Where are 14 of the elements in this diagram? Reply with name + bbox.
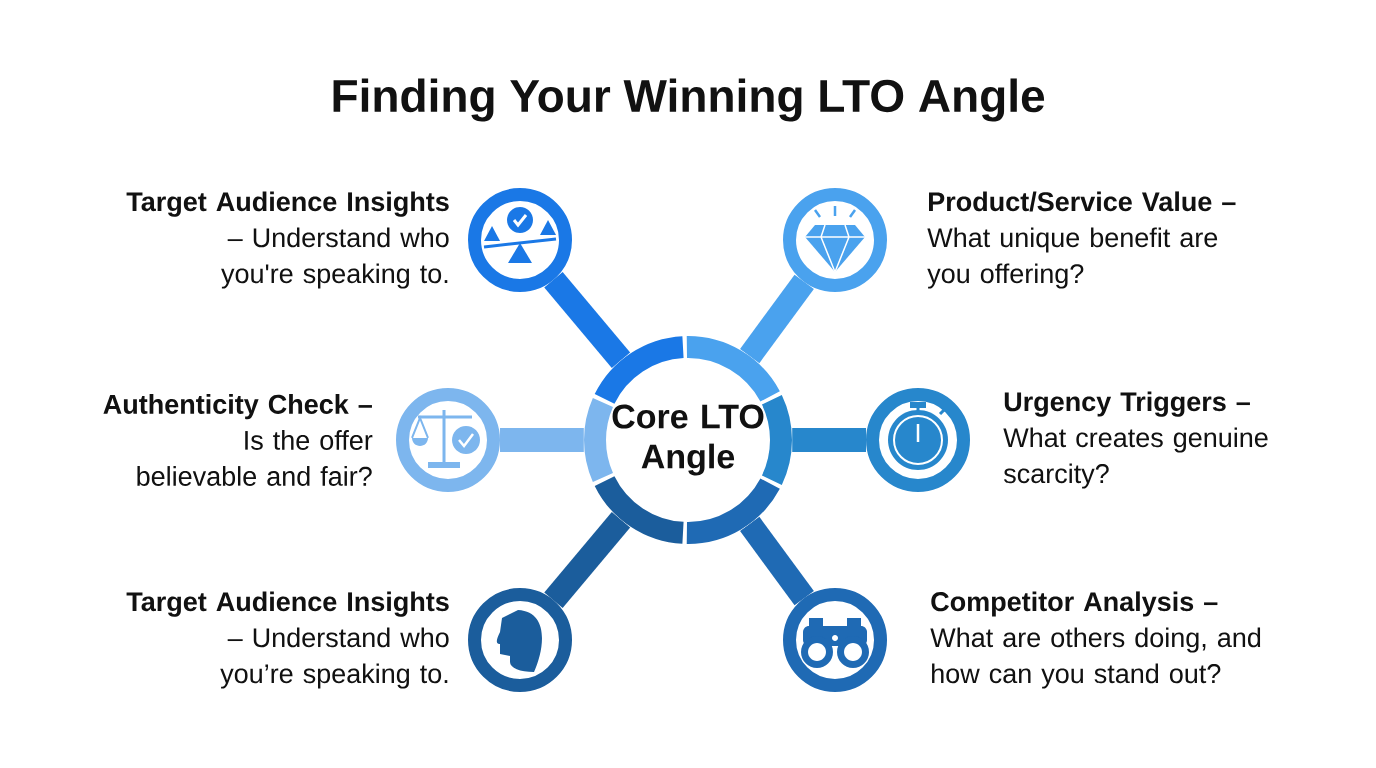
connector bbox=[500, 428, 584, 452]
connector bbox=[740, 274, 814, 364]
node-text: Product/Service Value – What unique benefit are you offering? bbox=[927, 191, 1236, 289]
title: Finding Your Winning LTO Angle bbox=[333, 78, 1045, 122]
connector bbox=[792, 428, 866, 452]
node-text: Authenticity Check – Is the offer believable and fair? bbox=[103, 394, 373, 486]
connector bbox=[740, 516, 814, 606]
connector bbox=[544, 512, 631, 608]
node-text: Competitor Analysis – What are others doing, and how can you stand out? bbox=[930, 591, 1261, 689]
connector bbox=[544, 272, 631, 368]
node-label: Core LTO Angle bbox=[612, 404, 764, 476]
node-text: Target Audience Insights – Understand who you're speaking to. bbox=[126, 191, 449, 289]
node-text: Urgency Triggers – What creates genuine scarcity? bbox=[1003, 391, 1268, 489]
node-text: Target Audience Insights – Understand who you’re speaking to. bbox=[126, 591, 449, 689]
